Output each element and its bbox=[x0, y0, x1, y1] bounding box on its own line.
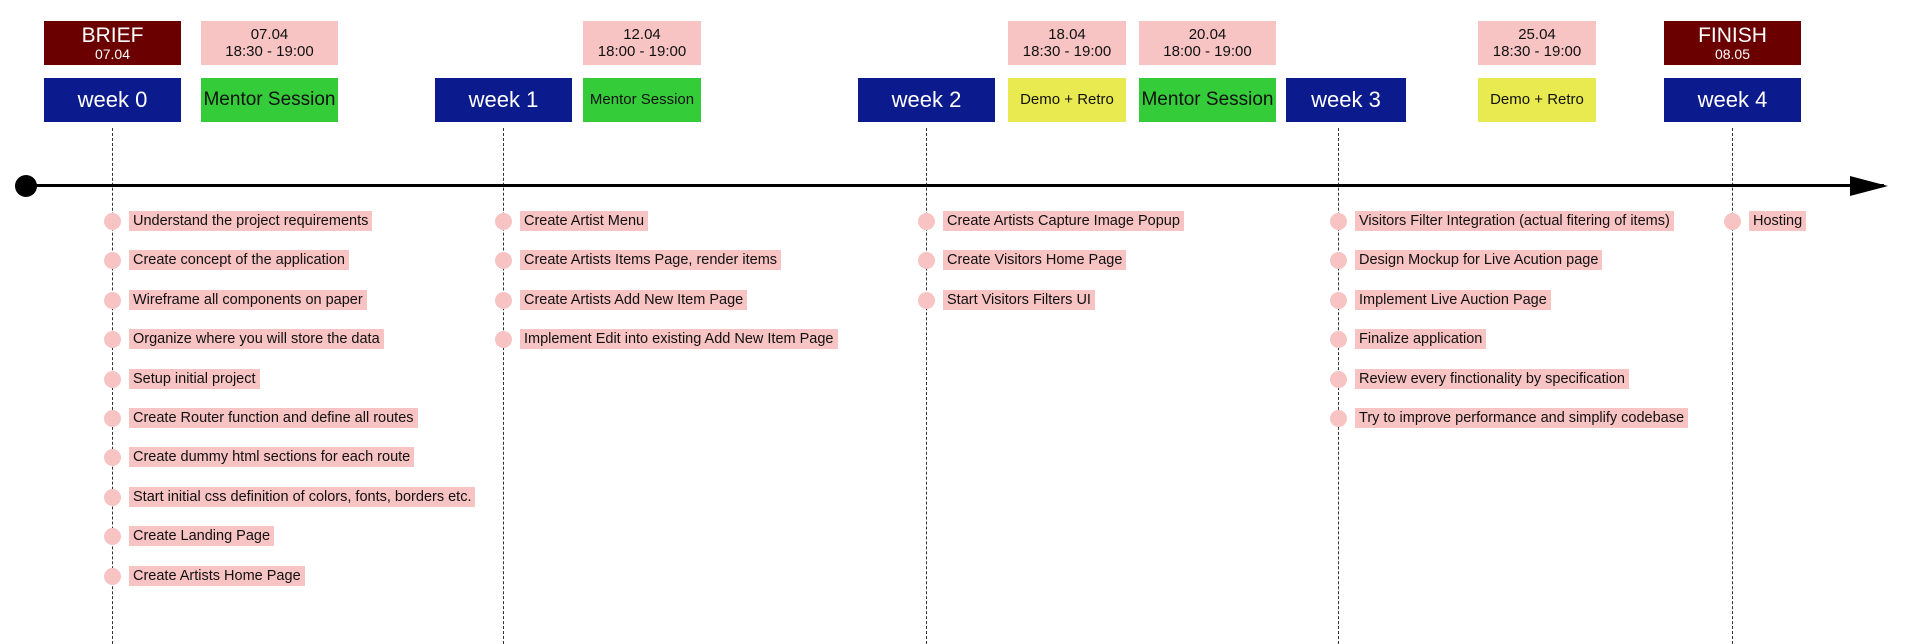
mentor-session-box: Mentor Session bbox=[1139, 78, 1276, 122]
finish-box: FINISH 08.05 bbox=[1664, 21, 1801, 65]
task-dot bbox=[918, 292, 935, 309]
task-item: Wireframe all components on paper bbox=[129, 290, 367, 310]
session-date: 18.04 bbox=[1048, 25, 1086, 43]
task-item: Finalize application bbox=[1355, 329, 1487, 349]
week-4-box: week 4 bbox=[1664, 78, 1801, 122]
task-dot bbox=[495, 213, 512, 230]
week-1-box: week 1 bbox=[435, 78, 572, 122]
session-date: 20.04 bbox=[1188, 25, 1227, 43]
task-dot bbox=[104, 371, 121, 388]
task-dot bbox=[1330, 252, 1347, 269]
timeline-axis bbox=[24, 184, 1884, 187]
task-dot bbox=[918, 252, 935, 269]
week-2-box: week 2 bbox=[858, 78, 995, 122]
task-item: Review every finctionality by specificat… bbox=[1355, 369, 1629, 389]
week-0-box: week 0 bbox=[44, 78, 181, 122]
task-item: Create Artists Home Page bbox=[129, 566, 305, 586]
task-dot bbox=[104, 331, 121, 348]
session-time: 18:30 - 19:00 bbox=[225, 43, 314, 60]
task-dot bbox=[1330, 410, 1347, 427]
task-dot bbox=[104, 292, 121, 309]
task-dot bbox=[495, 331, 512, 348]
week-1-guide bbox=[503, 128, 504, 644]
session-date: 07.04 bbox=[250, 25, 289, 43]
brief-box: BRIEF 07.04 bbox=[44, 21, 181, 65]
task-item: Create Visitors Home Page bbox=[943, 250, 1127, 270]
session-date-box: 12.04 18:00 - 19:00 bbox=[583, 21, 701, 65]
session-time: 18:00 - 19:00 bbox=[597, 43, 687, 60]
mentor-session-box: Mentor Session bbox=[583, 78, 701, 122]
demo-retro-box: Demo + Retro bbox=[1478, 78, 1596, 122]
task-dot bbox=[1330, 331, 1347, 348]
task-item: Design Mockup for Live Acution page bbox=[1355, 250, 1603, 270]
task-item: Hosting bbox=[1749, 211, 1807, 231]
task-item: Start Visitors Filters UI bbox=[943, 290, 1095, 310]
task-dot bbox=[495, 252, 512, 269]
task-item: Create concept of the application bbox=[129, 250, 349, 270]
task-dot bbox=[104, 410, 121, 427]
task-item: Implement Edit into existing Add New Ite… bbox=[520, 329, 838, 349]
task-dot bbox=[1330, 292, 1347, 309]
mentor-session-box: Mentor Session bbox=[201, 78, 338, 122]
session-date-box: 20.04 18:00 - 19:00 bbox=[1139, 21, 1276, 65]
task-dot bbox=[104, 213, 121, 230]
task-item: Start initial css definition of colors, … bbox=[129, 487, 476, 507]
week-3-box: week 3 bbox=[1286, 78, 1406, 122]
demo-retro-box: Demo + Retro bbox=[1008, 78, 1126, 122]
timeline-arrow-icon bbox=[1850, 176, 1888, 196]
task-dot bbox=[1724, 213, 1741, 230]
session-time: 18:30 - 19:00 bbox=[1022, 43, 1112, 60]
finish-label: FINISH bbox=[1698, 23, 1767, 47]
task-item: Try to improve performance and simplify … bbox=[1355, 408, 1689, 428]
task-item: Create Artists Items Page, render items bbox=[520, 250, 782, 270]
task-dot bbox=[104, 568, 121, 585]
session-date: 25.04 bbox=[1518, 25, 1556, 43]
task-dot bbox=[104, 489, 121, 506]
task-item: Create Landing Page bbox=[129, 526, 275, 546]
session-time: 18:30 - 19:00 bbox=[1492, 43, 1582, 60]
session-date: 12.04 bbox=[623, 25, 661, 43]
task-item: Create Artists Capture Image Popup bbox=[943, 211, 1184, 231]
brief-date: 07.04 bbox=[94, 45, 131, 62]
timeline-start-dot bbox=[15, 175, 37, 197]
task-item: Setup initial project bbox=[129, 369, 260, 389]
task-dot bbox=[104, 252, 121, 269]
session-date-box: 07.04 18:30 - 19:00 bbox=[201, 21, 338, 65]
session-date-box: 25.04 18:30 - 19:00 bbox=[1478, 21, 1596, 65]
brief-label: BRIEF bbox=[81, 23, 144, 47]
task-dot bbox=[104, 449, 121, 466]
task-item: Organize where you will store the data bbox=[129, 329, 384, 349]
task-item: Visitors Filter Integration (actual fite… bbox=[1355, 211, 1674, 231]
task-item: Create Artist Menu bbox=[520, 211, 649, 231]
task-item: Create dummy html sections for each rout… bbox=[129, 447, 415, 467]
session-date-box: 18.04 18:30 - 19:00 bbox=[1008, 21, 1126, 65]
task-dot bbox=[104, 528, 121, 545]
task-item: Implement Live Auction Page bbox=[1355, 290, 1551, 310]
task-item: Create Router function and define all ro… bbox=[129, 408, 418, 428]
task-dot bbox=[918, 213, 935, 230]
task-dot bbox=[1330, 371, 1347, 388]
task-dot bbox=[495, 292, 512, 309]
finish-date: 08.05 bbox=[1714, 45, 1751, 62]
week-4-guide bbox=[1732, 128, 1733, 644]
session-time: 18:00 - 19:00 bbox=[1163, 43, 1252, 60]
task-item: Understand the project requirements bbox=[129, 211, 373, 231]
task-item: Create Artists Add New Item Page bbox=[520, 290, 748, 310]
task-dot bbox=[1330, 213, 1347, 230]
week-2-guide bbox=[926, 128, 927, 644]
